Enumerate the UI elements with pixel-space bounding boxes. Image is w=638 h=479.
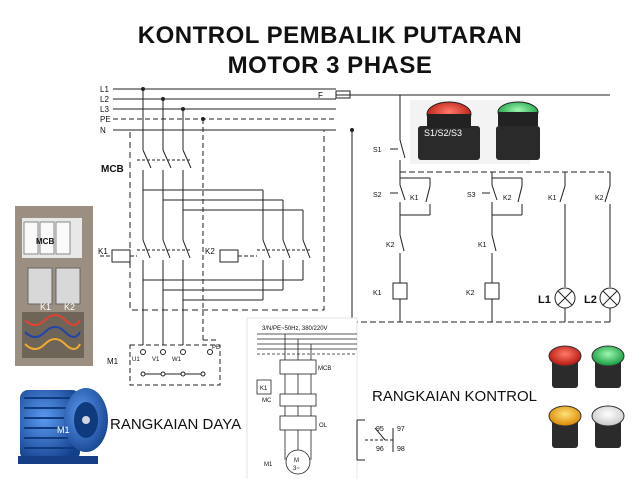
fuse-label: F — [318, 91, 323, 100]
photo-k1-label: K1 — [40, 302, 51, 312]
k1-coil-label: K1 — [373, 290, 382, 297]
terminal-w1: W1 — [172, 357, 182, 363]
mini-m1-label: M1 — [264, 462, 273, 468]
lamp-l2-label: L2 — [584, 294, 597, 306]
mini-supply-label: 3/N/PE~50Hz, 380/220V — [262, 326, 328, 332]
mini-motor-label: M — [294, 458, 299, 464]
k1-lamp-contact-label: K1 — [548, 195, 557, 202]
ol-98: 98 — [397, 446, 405, 453]
mcb-label: MCB — [101, 164, 124, 175]
control-circuit — [390, 95, 621, 322]
k2-interlock-label: K2 — [386, 242, 395, 249]
s2-label: S2 — [373, 192, 382, 199]
bus-label-l1: L1 — [100, 85, 109, 94]
ol-95: 95 — [376, 426, 384, 433]
pushbutton-photo: S1/S2/S3 — [410, 100, 540, 164]
s1-label: S1 — [373, 147, 382, 154]
terminal-u1: U1 — [132, 357, 140, 363]
k2-lamp-contact-label: K2 — [595, 195, 604, 202]
lamp-l1-label: L1 — [538, 294, 551, 306]
k1-aux-label: K1 — [410, 195, 419, 202]
m1-terminal-label: M1 — [107, 357, 119, 366]
title-line-2: MOTOR 3 PHASE — [227, 52, 433, 79]
ol-97: 97 — [397, 426, 405, 433]
mini-k-label: K1 — [260, 386, 268, 392]
k1-interlock-label: K1 — [478, 242, 487, 249]
bus-label-l2: L2 — [100, 95, 109, 104]
k2-aux-label: K2 — [503, 195, 512, 202]
fuse-f: F — [318, 90, 351, 100]
mini-mc-label: MC — [262, 398, 272, 404]
mini-mcb-label: MCB — [318, 366, 331, 372]
bus-label-l3: L3 — [100, 105, 109, 114]
terminal-v1: V1 — [152, 357, 160, 363]
photo-m1-label: M1 — [57, 425, 70, 435]
mini-ol-label: OL — [319, 423, 328, 429]
mcb-breaker — [137, 89, 192, 240]
mini-schematic — [246, 317, 358, 479]
motor-terminal-box — [129, 344, 221, 386]
bus-label-pe: PE — [100, 115, 111, 124]
s3-label: S3 — [467, 192, 476, 199]
photo-k2-label: K2 — [64, 302, 75, 312]
terminal-pe: PE — [212, 345, 220, 351]
ol-96: 96 — [376, 446, 384, 453]
title-line-1: KONTROL PEMBALIK PUTARAN — [137, 22, 523, 49]
overload-contact — [356, 419, 394, 461]
panel-photo: MCB K1 K2 — [15, 206, 93, 366]
motor-photo: M1 — [18, 388, 108, 464]
pushbutton-label: S1/S2/S3 — [424, 128, 462, 138]
mini-motor-sub: 3~ — [293, 466, 300, 472]
pilot-lamps-photo — [548, 345, 625, 448]
caption-rangkaian-kontrol: RANGKAIAN KONTROL — [372, 388, 538, 405]
caption-rangkaian-daya: RANGKAIAN DAYA — [110, 416, 242, 433]
k2-power-label: K2 — [205, 247, 215, 256]
k2-coil-label: K2 — [466, 290, 475, 297]
photo-mcb-label: MCB — [36, 237, 54, 246]
bus-label-n: N — [100, 126, 106, 135]
k1-power-label: K1 — [98, 247, 108, 256]
